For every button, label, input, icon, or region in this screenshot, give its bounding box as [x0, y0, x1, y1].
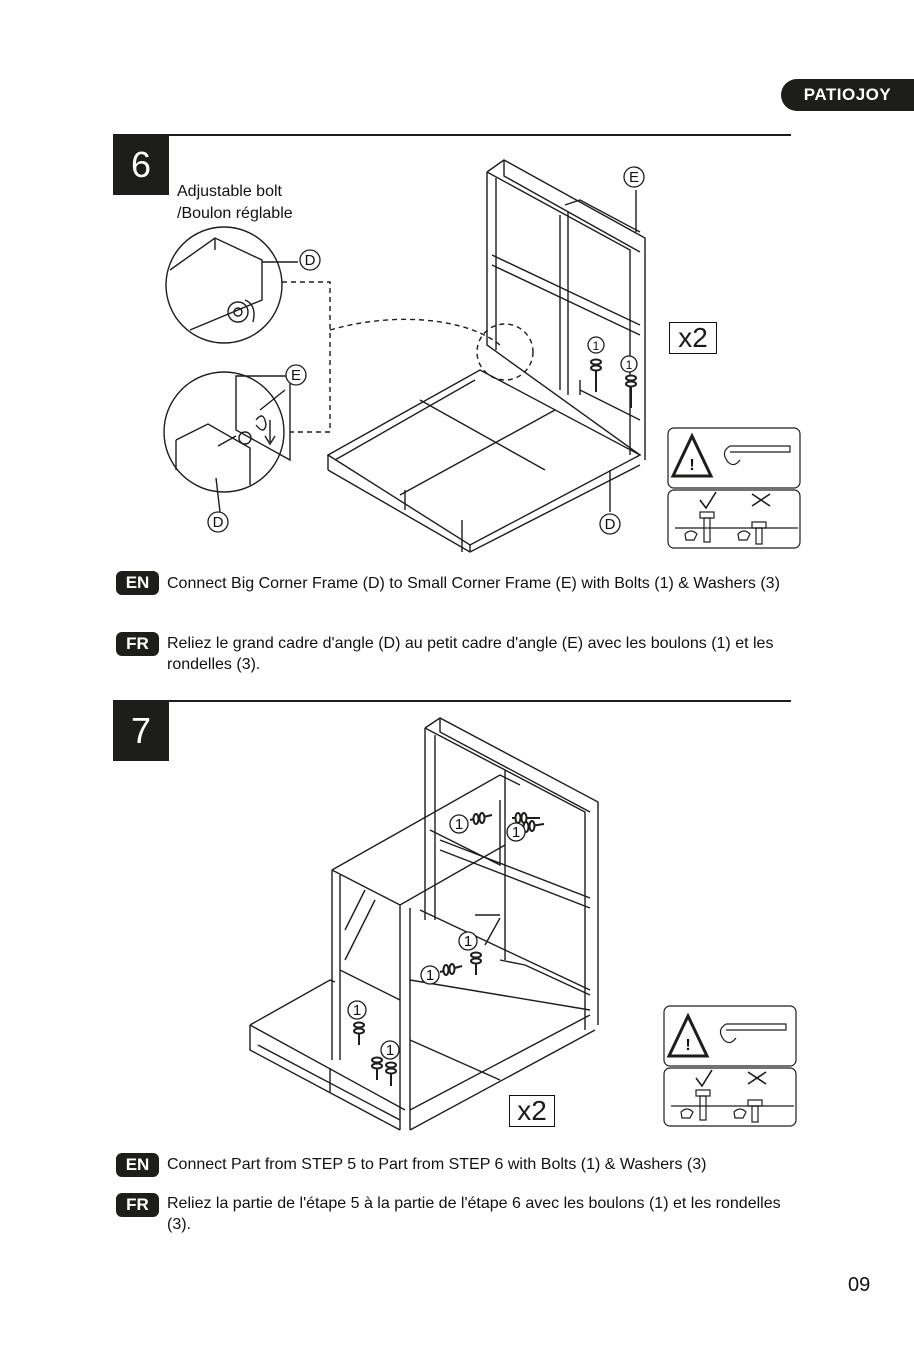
page-number: 09: [848, 1274, 871, 1296]
step-6-number: 6: [113, 135, 169, 195]
callout-bolt-a: 1: [593, 339, 600, 353]
step-7-divider: [113, 700, 791, 702]
step-7-number: 7: [113, 701, 169, 761]
brand-logo: PATIOJOY: [781, 79, 914, 111]
step-6-fr-text: Reliez le grand cadre d'angle (D) au pet…: [167, 635, 774, 673]
callout-d-bottom-left: D: [213, 514, 224, 531]
callout-bolt-1: 1: [455, 816, 463, 833]
warning-icon: [670, 432, 714, 478]
step-7-fr-badge: FR: [116, 1193, 159, 1217]
callout-bolt-4: 1: [426, 967, 434, 984]
callout-d-top: D: [305, 252, 316, 269]
warning-box-6: [667, 427, 801, 489]
step-6-divider: [113, 134, 791, 136]
cross-icon: [751, 493, 771, 507]
callout-bolt-b: 1: [626, 358, 633, 372]
callout-bolt-2: 1: [512, 824, 520, 841]
callout-bolt-5: 1: [353, 1002, 361, 1019]
check-icon: [699, 491, 717, 510]
svg-text:!: !: [685, 1037, 690, 1054]
svg-text:!: !: [689, 457, 694, 474]
detail-label-en: Adjustable bolt: [177, 183, 282, 200]
bolt-check-box-7: [663, 1067, 797, 1127]
step-7-en-text: Connect Part from STEP 5 to Part from ST…: [167, 1156, 707, 1173]
hex-key-icon: [730, 445, 791, 453]
step-6-en-text: Connect Big Corner Frame (D) to Small Co…: [167, 575, 780, 592]
callout-e-top: E: [629, 169, 639, 186]
step-6-fr-badge: FR: [116, 632, 159, 656]
callout-bolt-6: 1: [386, 1042, 394, 1059]
detail-circle-top: [165, 226, 283, 344]
step-7-en-badge: EN: [116, 1153, 159, 1177]
detail-circle-bottom: [163, 371, 285, 493]
step-7-fr-text: Reliez la partie de l'étape 5 à la parti…: [167, 1195, 781, 1233]
step-7-multiplier: x2: [509, 1095, 555, 1127]
detail-label-fr: /Boulon réglable: [177, 205, 293, 222]
warning-box-7: [663, 1005, 797, 1067]
step-6-multiplier: x2: [669, 322, 717, 354]
bolt-check-box-6: [667, 489, 801, 549]
callout-e-mid: E: [291, 367, 301, 384]
callout-d-bottom-right: D: [605, 516, 616, 533]
callout-bolt-3: 1: [464, 933, 472, 950]
step-6-en-badge: EN: [116, 571, 159, 595]
